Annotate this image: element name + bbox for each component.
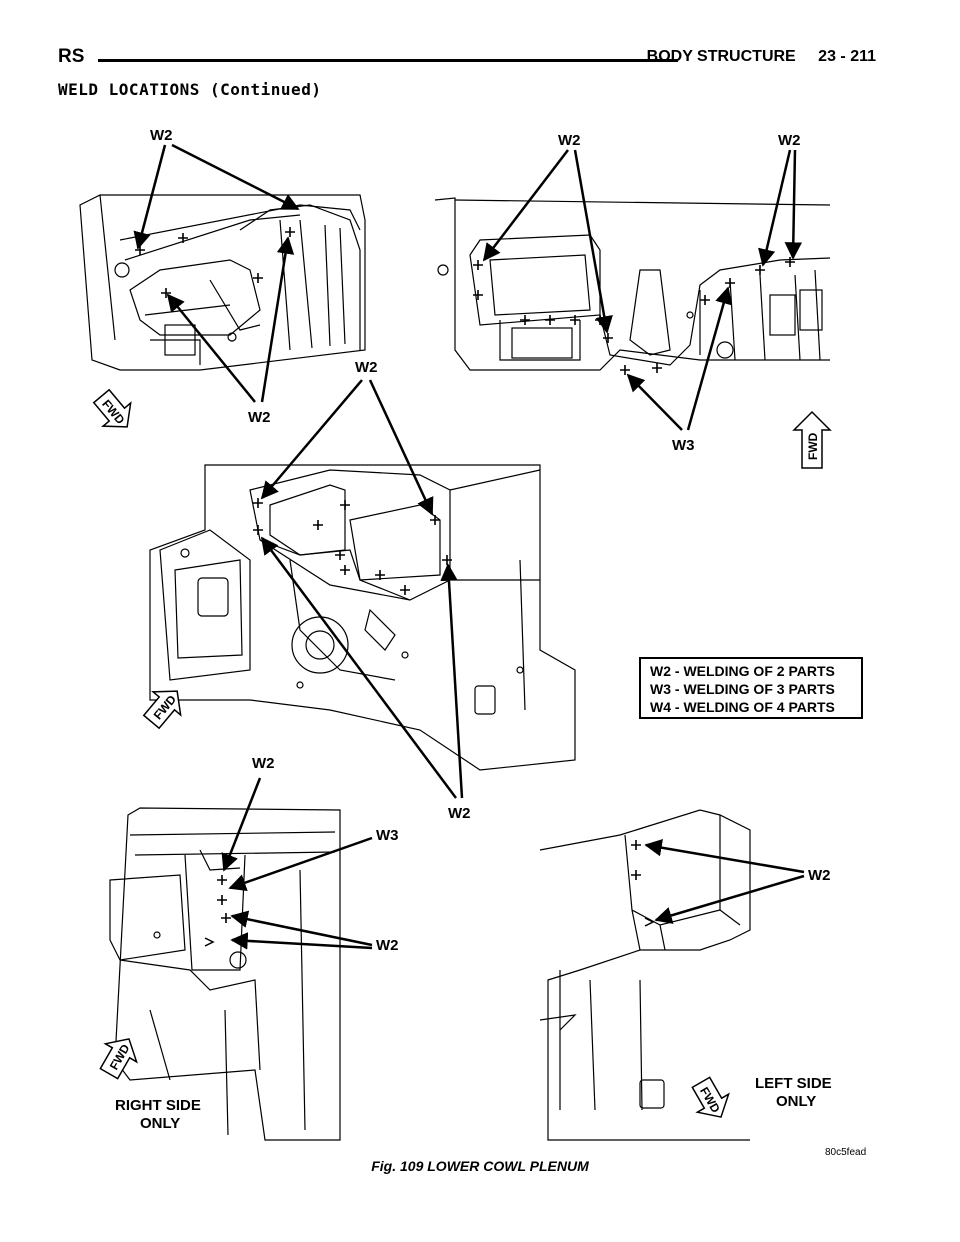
callout-w2-mid-top: W2: [355, 359, 378, 376]
weld-legend: W2 - WELDING OF 2 PARTS W3 - WELDING OF …: [639, 657, 863, 719]
fwd-arrow-icon-bl: FWD: [99, 1038, 138, 1080]
header-rule: [98, 59, 678, 62]
header-right: BODY STRUCTURE 23 - 211: [629, 48, 876, 66]
panel-bottom-right: [539, 809, 751, 1141]
panel-bottom-right-callouts: W2 FWD LEFT SIDE ONLY 80c5fead: [644, 839, 866, 1158]
right-side-label-line2: ONLY: [140, 1115, 180, 1132]
right-side-label-line1: RIGHT SIDE: [115, 1097, 201, 1114]
panel-middle: [149, 464, 576, 771]
page-number: 23 - 211: [818, 48, 876, 65]
fwd-arrow-icon-tr: FWD: [792, 410, 832, 469]
section-code: RS: [58, 46, 85, 67]
callout-w2-tr-right: W2: [778, 132, 801, 149]
panel-bottom-left: [109, 807, 341, 1141]
legend-w2: W2 - WELDING OF 2 PARTS: [650, 663, 835, 679]
callout-w2-tr-left: W2: [558, 132, 581, 149]
fwd-arrow-icon-tl: FWD: [92, 388, 132, 428]
callout-w3-bl: W3: [376, 827, 399, 844]
left-side-label-line1: LEFT SIDE: [755, 1075, 832, 1092]
left-side-label-line2: ONLY: [776, 1093, 816, 1110]
panel-top-right: [434, 197, 831, 376]
callout-w2-bl-bottom: W2: [376, 937, 399, 954]
panel-bottom-left-callouts: W2 W3 W2 FWD RIGHT SIDE ONLY: [99, 755, 399, 1132]
fwd-arrow-icon-mid: FWD: [142, 690, 182, 730]
callout-w2-br: W2: [808, 867, 831, 884]
svg-text:FWD: FWD: [806, 432, 820, 460]
legend-w3: W3 - WELDING OF 3 PARTS: [650, 681, 835, 697]
callout-w2-mid-bottom: W2: [448, 805, 471, 822]
figure-caption: Fig. 109 LOWER COWL PLENUM: [371, 1158, 589, 1174]
callout-w2-tl-bottom: W2: [248, 409, 271, 426]
callout-w2-tl-top: W2: [150, 127, 173, 144]
weld-locations-figure: W2 W2 FWD: [79, 127, 866, 1158]
callout-w3-tr: W3: [672, 437, 695, 454]
panel-top-left: [79, 194, 366, 371]
section-subtitle: WELD LOCATIONS (Continued): [58, 80, 322, 99]
figure-code: 80c5fead: [825, 1147, 866, 1158]
legend-w4: W4 - WELDING OF 4 PARTS: [650, 699, 835, 715]
callout-w2-bl-top: W2: [252, 755, 275, 772]
page-header: RS BODY STRUCTURE 23 - 211: [58, 46, 876, 74]
panel-top-right-callouts: W2 W2 W3 FWD: [482, 132, 832, 469]
panel-top-left-callouts: W2 W2 FWD: [92, 127, 300, 428]
fwd-arrow-icon-br: FWD: [691, 1076, 730, 1118]
chapter-title: BODY STRUCTURE: [646, 48, 796, 65]
panel-middle-callouts: W2 W2 FWD: [142, 359, 471, 822]
